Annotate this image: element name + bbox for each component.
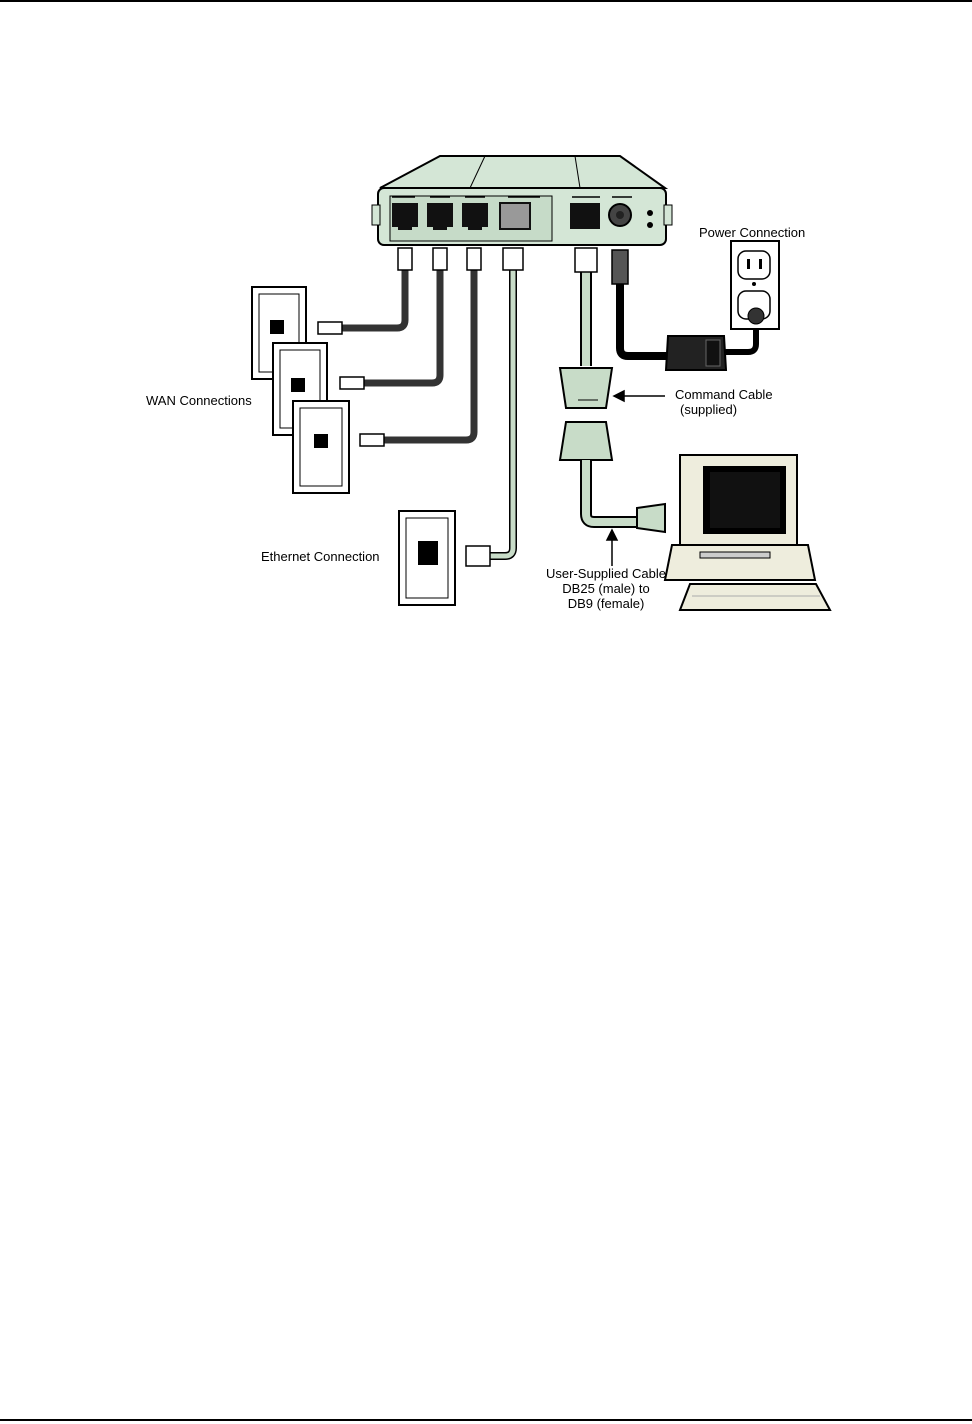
ethernet-wall-jack [399, 511, 455, 605]
label-command-cable-supplied: (supplied) [680, 402, 737, 417]
user-supplied-cable [560, 422, 665, 532]
wan-plug-1 [398, 248, 412, 270]
wan-wall-jack-3 [293, 401, 349, 493]
command-cable [560, 248, 612, 408]
label-user-cable-db9: DB9 (female) [568, 596, 645, 611]
router-device [372, 156, 672, 245]
ethernet-port [500, 203, 530, 229]
wan-plug-2 [433, 248, 447, 270]
wan-port-3 [462, 203, 488, 230]
connection-diagram: Power Connection WAN Connections Command… [140, 150, 840, 620]
computer [665, 455, 830, 610]
label-ethernet-connection: Ethernet Connection [261, 549, 380, 564]
top-page-rule [0, 0, 972, 2]
label-power-connection: Power Connection [699, 225, 805, 240]
power-adapter [666, 336, 726, 370]
wan-plug-3 [467, 248, 481, 270]
wan-port-2 [427, 203, 453, 230]
power-outlet [731, 241, 779, 329]
callout-arrows [607, 391, 665, 566]
command-port [570, 203, 600, 229]
label-user-supplied-cable: User-Supplied Cable [546, 566, 666, 581]
label-command-cable: Command Cable [675, 387, 773, 402]
power-jack [609, 204, 631, 226]
label-wan-connections: WAN Connections [146, 393, 252, 408]
wan-cables [340, 270, 474, 440]
wan-port-1 [392, 203, 418, 230]
bottom-page-rule [0, 1419, 972, 1421]
label-user-cable-db25: DB25 (male) to [562, 581, 649, 596]
